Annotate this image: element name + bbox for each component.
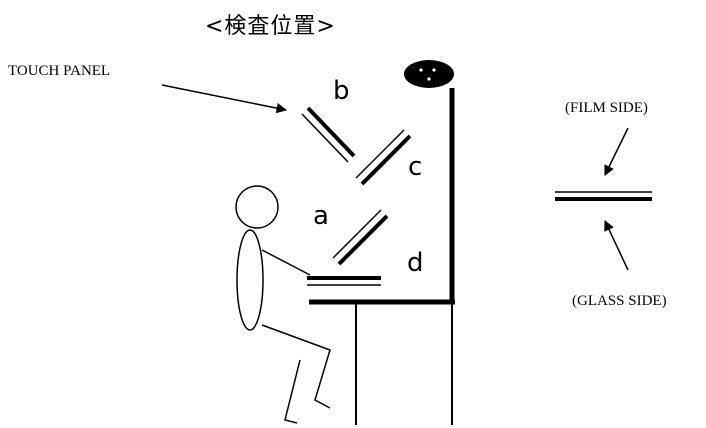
panel-position-a	[332, 209, 389, 266]
glass-side-label: (GLASS SIDE)	[572, 293, 667, 309]
lamp-icon	[404, 60, 454, 88]
glass-side-arrow	[604, 220, 629, 271]
inspector-lower-leg	[284, 359, 301, 424]
position-c-label: c	[408, 152, 423, 182]
position-d-label: d	[407, 248, 424, 278]
film-side-label: (FILM SIDE)	[565, 100, 648, 116]
diagram-title: <検査位置>	[205, 14, 336, 39]
touch-panel-label: TOUCH PANEL	[8, 63, 111, 79]
panel-position-b	[301, 106, 356, 163]
panel-position-d	[307, 276, 381, 286]
touch-panel-arrow	[161, 84, 288, 114]
legend-panel	[555, 191, 652, 201]
inspector-leg	[261, 324, 331, 409]
inspector-torso	[236, 229, 264, 331]
inspector-head	[235, 185, 279, 229]
panel-position-c	[355, 129, 412, 186]
inspector-figure	[235, 185, 331, 424]
film-side-arrow	[604, 127, 629, 176]
position-b-label: b	[333, 76, 350, 106]
inspector-arm	[261, 249, 311, 276]
position-a-label: a	[313, 201, 329, 231]
